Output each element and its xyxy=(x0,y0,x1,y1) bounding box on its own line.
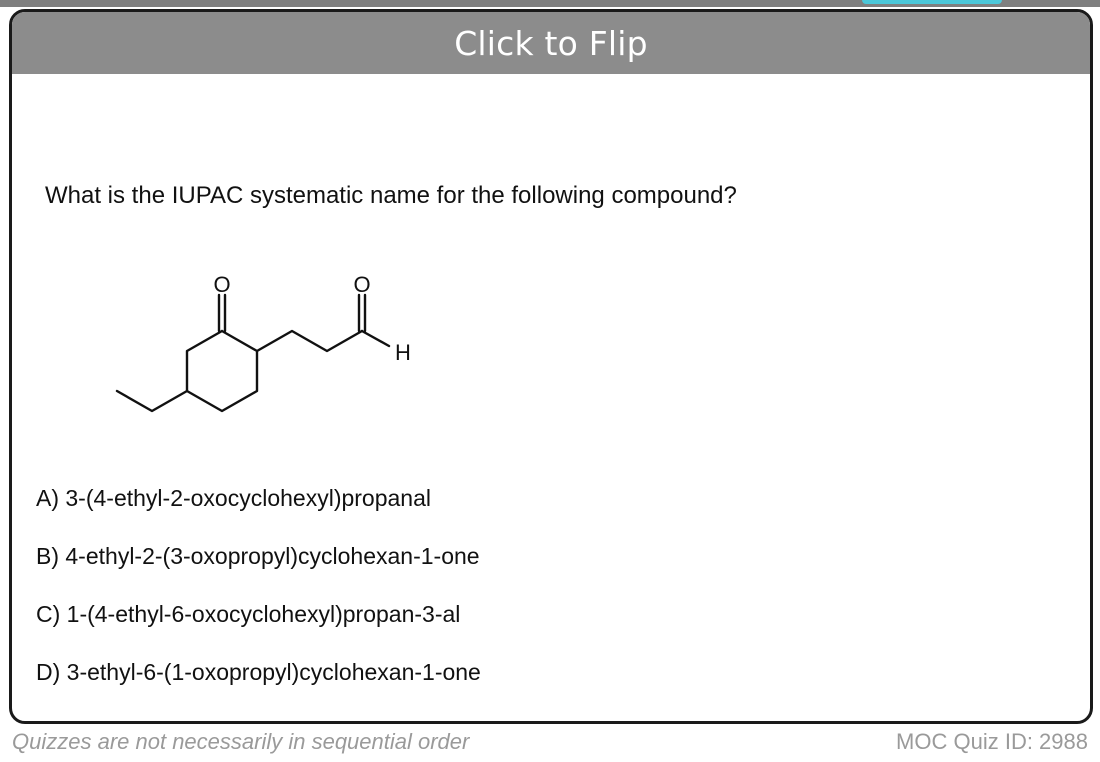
quiz-id: MOC Quiz ID: 2988 xyxy=(896,729,1088,754)
chemical-structure-drawing: O O H xyxy=(115,272,411,413)
top-strip xyxy=(0,0,1100,7)
flashcard[interactable]: Click to Flip What is the IUPAC systemat… xyxy=(9,9,1093,724)
ketone-oxygen-label: O xyxy=(213,272,230,297)
option-b[interactable]: B) 4-ethyl-2-(3-oxopropyl)cyclohexan-1-o… xyxy=(36,543,480,569)
chain-bonds xyxy=(255,329,364,353)
aldehyde-hydrogen-label: H xyxy=(395,340,411,365)
option-d[interactable]: D) 3-ethyl-6-(1-oxopropyl)cyclohexan-1-o… xyxy=(36,659,481,685)
top-tab-edge[interactable] xyxy=(862,0,1002,4)
flip-label: Click to Flip xyxy=(454,23,648,63)
footer-note: Quizzes are not necessarily in sequentia… xyxy=(12,729,470,754)
aldehyde-oxygen-label: O xyxy=(353,272,370,297)
option-c[interactable]: C) 1-(4-ethyl-6-oxocyclohexyl)propan-3-a… xyxy=(36,601,461,627)
aldehyde-ch-bond xyxy=(360,329,391,348)
chemical-structure: O O H xyxy=(107,270,437,420)
flip-button[interactable]: Click to Flip xyxy=(12,12,1090,74)
option-a[interactable]: A) 3-(4-ethyl-2-oxocyclohexyl)propanal xyxy=(36,485,431,511)
ethyl-bonds xyxy=(115,389,189,413)
ring-bonds xyxy=(185,329,259,413)
answer-options: A) 3-(4-ethyl-2-oxocyclohexyl)propanal B… xyxy=(36,482,736,714)
question-text: What is the IUPAC systematic name for th… xyxy=(45,182,737,209)
